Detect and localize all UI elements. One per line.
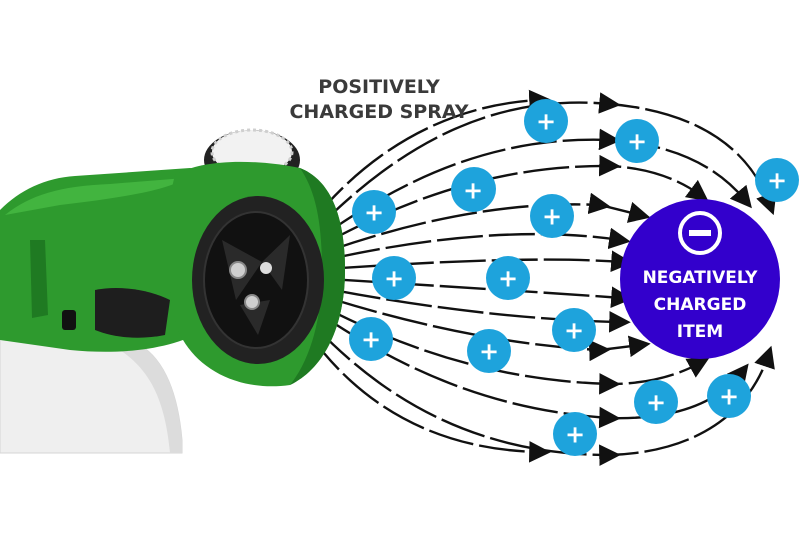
plus-sign: + — [565, 421, 585, 449]
plus-sign: + — [361, 326, 381, 354]
nozzle-tip-lower — [244, 294, 260, 310]
plus-sign: + — [627, 128, 647, 156]
plus-sign: + — [384, 265, 404, 293]
plus-charge-icon: + — [524, 99, 568, 143]
nozzle-tip-center — [260, 262, 272, 274]
plus-charge-icon: + — [372, 256, 416, 300]
side-panel — [95, 288, 170, 338]
plus-sign: + — [767, 167, 787, 195]
nozzle-ring — [203, 211, 309, 349]
switch — [62, 310, 76, 330]
field-line — [282, 192, 651, 270]
plus-sign: + — [646, 389, 666, 417]
plus-charge-icon: + — [467, 329, 511, 373]
plus-charge-icon: + — [530, 194, 574, 238]
spray-label-line2: CHARGED SPRAY — [289, 101, 468, 123]
plus-charge-icon: + — [552, 308, 596, 352]
plus-sign: + — [564, 317, 584, 345]
plus-charge-icon: + — [352, 190, 396, 234]
field-line — [282, 154, 709, 269]
plus-sign: + — [719, 383, 739, 411]
field-line — [283, 227, 631, 272]
item-label-line2: CHARGED — [654, 295, 747, 315]
negatively-charged-item: NEGATIVELY CHARGED ITEM — [620, 199, 780, 359]
positive-particles: +++++++++++++++ — [349, 99, 799, 456]
plus-sign: + — [542, 203, 562, 231]
sprayer-illustration — [0, 128, 345, 454]
bottle-shadow — [120, 345, 182, 453]
sprayer-body-highlight — [5, 178, 185, 215]
plus-charge-icon: + — [349, 317, 393, 361]
item-circle — [620, 199, 780, 359]
rear-handle — [30, 240, 48, 318]
plus-charge-icon: + — [707, 374, 751, 418]
nozzle-tip-upper — [229, 261, 247, 279]
minus-charge-icon — [678, 211, 722, 255]
item-label-line3: ITEM — [677, 322, 723, 342]
plus-sign: + — [479, 338, 499, 366]
plus-charge-icon: + — [553, 412, 597, 456]
plus-charge-icon: + — [615, 119, 659, 163]
plus-charge-icon: + — [451, 168, 495, 212]
nozzle-blades — [222, 235, 290, 335]
item-label-line1: NEGATIVELY — [643, 268, 759, 288]
sprayer-head-shade — [290, 168, 345, 385]
plus-charge-icon: + — [634, 380, 678, 424]
field-line — [280, 289, 551, 463]
plus-sign: + — [463, 177, 483, 205]
spray-label-line1: POSITIVELY — [318, 76, 440, 98]
plus-sign: + — [498, 265, 518, 293]
plus-charge-icon: + — [486, 256, 530, 300]
field-line — [281, 92, 777, 266]
plus-sign: + — [364, 199, 384, 227]
plus-sign: + — [536, 108, 556, 136]
plus-charge-icon: + — [755, 158, 799, 202]
